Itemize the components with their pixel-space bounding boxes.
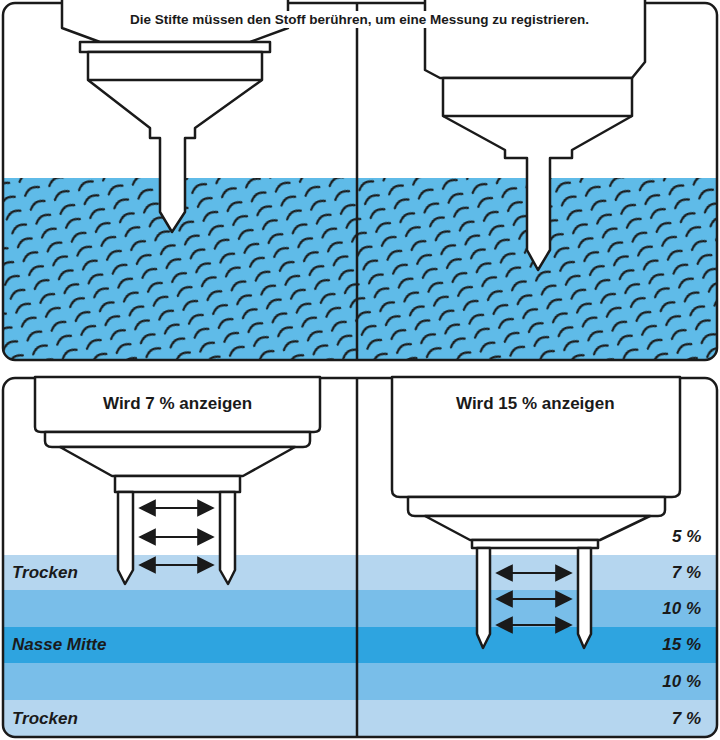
moisture-percent: 7 % <box>672 709 701 729</box>
current-arrow <box>497 572 571 574</box>
current-arrow <box>140 536 213 538</box>
moisture-percent: 10 % <box>662 599 701 619</box>
zone-name: Trocken <box>12 709 78 729</box>
panel-frame <box>3 378 717 737</box>
current-arrow <box>140 507 213 509</box>
moisture-percent: 15 % <box>662 635 701 655</box>
header-note: Die Stifte müssen den Stoff berühren, um… <box>126 11 593 28</box>
panel-divider <box>356 3 359 360</box>
moisture-meter <box>425 0 645 270</box>
meter-reading: Wird 7 % anzeigen <box>103 394 252 414</box>
band-fill <box>3 627 717 663</box>
water <box>3 178 717 360</box>
moisture-percent: 10 % <box>662 672 701 692</box>
zone-name: Nasse Mitte <box>12 635 106 655</box>
meter-reading: Wird 15 % anzeigen <box>456 394 615 414</box>
current-arrow <box>497 598 571 600</box>
current-arrow <box>497 624 571 626</box>
current-arrow <box>140 564 213 566</box>
band-fill <box>3 590 717 627</box>
moisture-band: 10 % <box>3 590 717 627</box>
band-fill <box>3 663 717 700</box>
water-texture <box>3 178 717 360</box>
moisture-percent: 7 % <box>672 563 701 583</box>
moisture-meter <box>62 0 288 232</box>
moisture-percent: 5 % <box>672 527 701 547</box>
panel-divider <box>356 378 359 737</box>
moisture-meter <box>392 377 680 648</box>
band-fill <box>3 700 717 737</box>
moisture-band: Nasse Mitte 15 % <box>3 627 717 663</box>
moisture-band: Trocken 7 % <box>3 555 717 590</box>
band-fills <box>3 555 717 737</box>
moisture-band: Trocken 7 % <box>3 700 717 737</box>
moisture-meter <box>35 377 320 584</box>
moisture-band: 10 % <box>3 663 717 700</box>
band-fill <box>3 555 717 590</box>
water-fill <box>3 178 717 360</box>
zone-name: Trocken <box>12 563 78 583</box>
